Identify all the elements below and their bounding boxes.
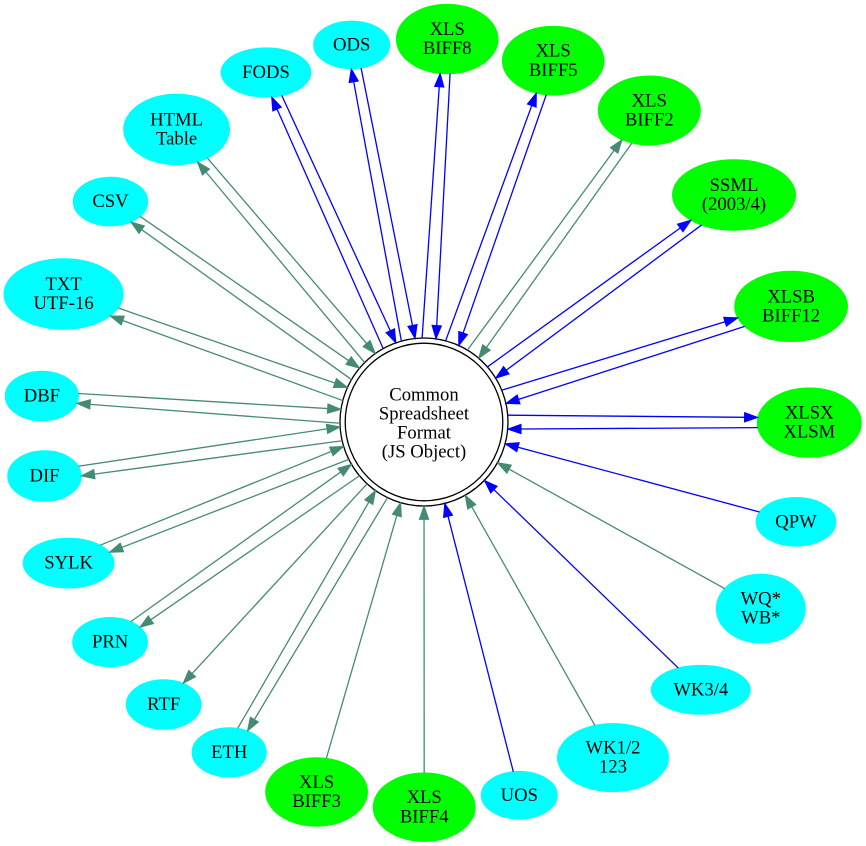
svg-text:XLSB: XLSB [767,286,815,307]
svg-text:DIF: DIF [29,466,59,487]
svg-text:UOS: UOS [501,785,538,806]
svg-text:Format: Format [397,423,452,444]
svg-text:Common: Common [389,384,459,405]
svg-text:XLSX: XLSX [785,403,834,424]
svg-text:SSML: SSML [710,175,759,196]
svg-text:(JS Object): (JS Object) [382,442,466,463]
svg-text:DBF: DBF [24,386,60,407]
svg-text:FODS: FODS [242,62,290,83]
svg-text:XLS: XLS [536,41,571,62]
svg-text:BIFF2: BIFF2 [625,110,674,131]
svg-text:123: 123 [599,757,627,778]
svg-text:BIFF8: BIFF8 [423,38,472,59]
svg-text:PRN: PRN [92,632,129,653]
svg-text:(2003/4): (2003/4) [702,194,766,215]
svg-text:ETH: ETH [211,742,247,763]
svg-text:WK1/2: WK1/2 [586,738,641,759]
svg-text:BIFF5: BIFF5 [529,60,578,81]
svg-text:SYLK: SYLK [44,553,93,574]
svg-text:UTF-16: UTF-16 [34,293,94,314]
svg-text:BIFF12: BIFF12 [762,306,820,327]
svg-text:BIFF4: BIFF4 [400,806,449,827]
svg-text:XLS: XLS [632,91,667,112]
svg-text:ODS: ODS [333,35,370,56]
svg-text:XLS: XLS [407,787,442,808]
svg-text:Table: Table [156,129,197,150]
svg-text:RTF: RTF [147,694,180,715]
svg-text:WQ*: WQ* [741,589,781,610]
svg-text:WK3/4: WK3/4 [673,679,729,700]
svg-text:CSV: CSV [92,191,129,212]
svg-text:XLS: XLS [299,772,334,793]
svg-text:QPW: QPW [775,511,817,532]
svg-text:WB*: WB* [741,608,780,629]
svg-text:Spreadsheet: Spreadsheet [379,404,470,425]
svg-text:TXT: TXT [45,274,82,295]
svg-text:HTML: HTML [150,109,203,130]
svg-text:XLS: XLS [430,19,465,40]
svg-text:XLSM: XLSM [783,422,835,443]
svg-text:BIFF3: BIFF3 [292,791,341,812]
